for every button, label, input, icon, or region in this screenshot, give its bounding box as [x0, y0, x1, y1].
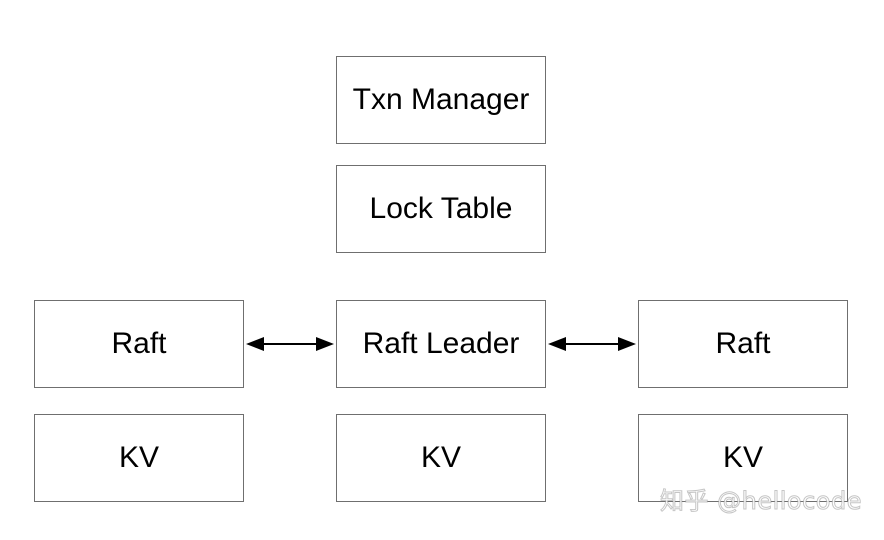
txn-manager-box: Txn Manager: [336, 56, 546, 144]
right-arrow-head-right: [618, 337, 636, 351]
kv-left-label: KV: [118, 441, 160, 474]
raft-right-label: Raft: [715, 327, 771, 360]
raft-right-box: Raft: [638, 300, 848, 388]
left-bidirectional-arrow: [246, 337, 334, 351]
kv-right-box: KV: [638, 414, 848, 502]
raft-left-box: Raft: [34, 300, 244, 388]
right-bidirectional-arrow: [548, 337, 636, 351]
kv-right-label: KV: [722, 441, 764, 474]
raft-leader-box: Raft Leader: [336, 300, 546, 388]
right-arrow-head-left: [548, 337, 566, 351]
left-arrow-head-left: [246, 337, 264, 351]
raft-left-label: Raft: [111, 327, 167, 360]
kv-left-box: KV: [34, 414, 244, 502]
raft-leader-label: Raft Leader: [362, 327, 520, 360]
txn-manager-label: Txn Manager: [352, 83, 530, 116]
watermark-text: 知乎 @hellocode: [659, 487, 862, 516]
left-arrow-head-right: [316, 337, 334, 351]
kv-middle-label: KV: [420, 441, 462, 474]
kv-middle-box: KV: [336, 414, 546, 502]
lock-table-label: Lock Table: [369, 192, 513, 225]
lock-table-box: Lock Table: [336, 165, 546, 253]
